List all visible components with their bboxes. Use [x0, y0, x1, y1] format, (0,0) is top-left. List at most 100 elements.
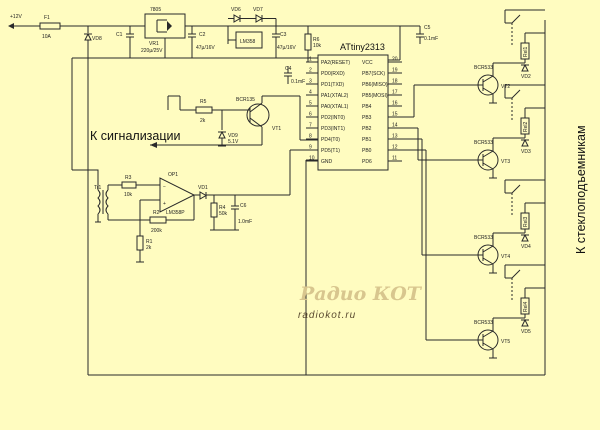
mcu-pin-number: 13 [392, 134, 398, 140]
relay-diode-ref: VD5 [521, 329, 531, 335]
mcu-pin-number: 20 [392, 57, 398, 63]
mcu-pin-name: PA0(XTAL1) [321, 104, 349, 110]
mcu-pin-name: PA2(RESET) [321, 60, 350, 66]
capacitor-c4: C4 0.1mF [284, 66, 305, 85]
mcu-pin-number: 2 [309, 68, 312, 74]
mcu-pin-number: 4 [309, 90, 312, 96]
arrow-right-icon [167, 21, 172, 31]
mcu-pin-number: 5 [309, 101, 312, 107]
relay-diode [521, 233, 529, 242]
c6-value-label: 1.0mF [238, 219, 252, 225]
relay-diode [521, 318, 529, 327]
mcu-pin-name: PB0 [362, 148, 372, 154]
input-arrow-icon [8, 23, 14, 29]
c4-label: C4 [285, 66, 292, 72]
watermark-url: radiokot.ru [298, 310, 356, 321]
resistor-r5 [195, 106, 213, 114]
sensor-block: Tr1 R3 10k R1 2k R2 200k − + OP1 LM358P [72, 149, 318, 263]
r3-value-label: 10k [124, 192, 133, 198]
lifts-label: К стеклоподъемникам [574, 125, 588, 254]
relay-ref: Rel1 [523, 46, 529, 57]
vd1-label: VD1 [198, 185, 208, 191]
mcu-pin-number: 10 [309, 156, 315, 162]
mcu-body [317, 54, 389, 171]
relay-diode [521, 63, 529, 72]
c2-label: C2 [199, 32, 206, 38]
r3-label: R3 [125, 175, 132, 181]
vt1-label: VT1 [272, 126, 281, 132]
relay-diode-ref: VD4 [521, 244, 531, 250]
capacitor-c2: C2 47µ/16V [188, 26, 215, 58]
opamp-minus-label: − [163, 184, 166, 190]
output-arrow-icon [150, 142, 157, 148]
mcu-pin-number: 12 [392, 145, 398, 151]
vt1-type-label: BCR135 [236, 97, 255, 103]
c5-value-label: 0.1mF [424, 36, 438, 42]
c5-label: C5 [424, 25, 431, 31]
resistor-r4 [210, 202, 218, 218]
r6-label: R6 [313, 37, 320, 43]
mcu-pin-name: PD6 [362, 159, 372, 165]
mcu-pin-name: PA1(XTAL2) [321, 93, 349, 99]
r2-label: R2 [153, 210, 160, 216]
mcu-pin-name: PD3(INT1) [321, 126, 345, 132]
mcu-pin-name: PB2 [362, 126, 372, 132]
relay-ref: Rel2 [523, 121, 529, 132]
regulator-7805: 7805 VR1 220µ/25V [141, 7, 320, 58]
resistor-r6: R6 10k [304, 26, 322, 63]
mcu-pin-name: PD4(T0) [321, 137, 340, 143]
mcu-pin-name: PD1(TXD) [321, 82, 344, 88]
fuse-value-label: 10A [42, 34, 52, 40]
mcu-pin-number: 7 [309, 123, 312, 129]
resistor-r2 [149, 216, 167, 224]
fuse-f1 [39, 22, 61, 30]
capacitor-c1: C1 [116, 26, 134, 58]
mcu-pin-name: PD0(RXD) [321, 71, 345, 77]
lm358-top: LM358 [228, 31, 263, 49]
mcu-pin-number: 15 [392, 112, 398, 118]
r1-label: R1 [146, 239, 153, 245]
vr1-label: VR1 [149, 41, 159, 47]
mcu-pin-number: 16 [392, 101, 398, 107]
vd9-label: VD9 [228, 133, 238, 139]
mcu-pin-number: 14 [392, 123, 398, 129]
r1-value-label: 2k [146, 245, 152, 251]
c2-value-label: 47µ/16V [196, 45, 215, 51]
lm358p-label: LM358P [166, 210, 185, 216]
mcu-pin-name: PD2(INT0) [321, 115, 345, 121]
capacitor-c3: C3 47µ/16V [272, 26, 296, 58]
r5-label: R5 [200, 99, 207, 105]
r5-value-label: 2k [200, 118, 206, 124]
mcu-pin-name: PB5(MOSI) [362, 93, 388, 99]
mcu-pin-number: 8 [309, 134, 312, 140]
resistor-r3 [121, 181, 137, 189]
opamp-plus-label: + [163, 201, 166, 207]
r6-value-label: 10k [313, 43, 322, 49]
r4-value-label: 50k [219, 211, 228, 217]
r4-label: R4 [219, 205, 226, 211]
c1-value-label: 220µ/25V [141, 48, 163, 54]
relay-ref: Rel4 [523, 301, 529, 312]
relay-transistor-ref: VT3 [501, 159, 510, 165]
supply-label: +12V [10, 14, 22, 20]
resistor-r1 [136, 235, 144, 251]
capacitor-c5: C5 0.1mF [416, 25, 438, 44]
diode-vd1 [199, 191, 207, 200]
mcu-pin-name: GND [321, 159, 333, 165]
relay-ref: Rel3 [523, 216, 529, 227]
c1-label: C1 [116, 32, 123, 38]
opamp-op1 [159, 177, 196, 213]
mcu-pin-name: PB7(SCK) [362, 71, 385, 77]
watermark-logo: Радио КОТ [299, 283, 423, 305]
fuse-ref-label: F1 [44, 15, 50, 21]
relay-transistor-ref: VT2 [501, 84, 510, 90]
mcu-pin-number: 9 [309, 145, 312, 151]
c3-label: C3 [280, 32, 287, 38]
mcu-pin-name: PB3 [362, 115, 372, 121]
r2-value-label: 200k [151, 228, 162, 234]
lm358-top-label: LM358 [240, 39, 256, 45]
